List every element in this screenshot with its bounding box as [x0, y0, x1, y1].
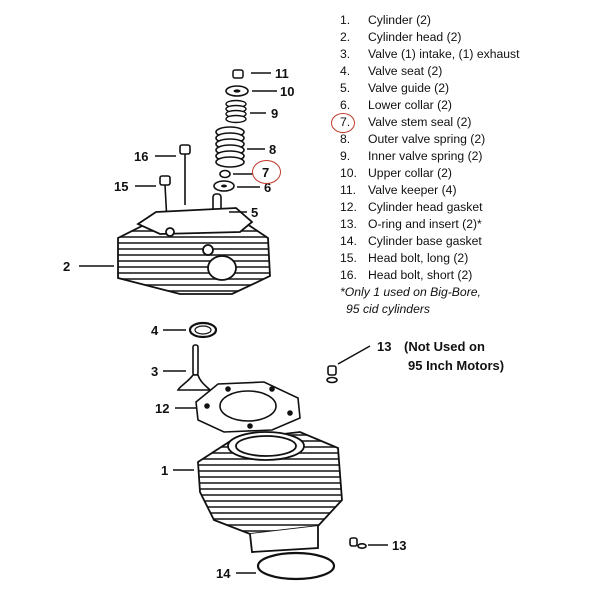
list-item-number: 4. — [340, 64, 351, 78]
list-item: 14. Cylinder base gasket — [340, 233, 598, 250]
list-item-number: 6. — [340, 98, 351, 112]
callout-10: 10 — [280, 84, 294, 99]
callout-13-bottom: 13 — [392, 538, 406, 553]
list-item: 4. Valve seat (2) — [340, 63, 598, 80]
list-item-number: 10. — [340, 166, 357, 180]
list-item-label: Inner valve spring (2) — [368, 149, 483, 163]
list-item-highlighted: 7.Valve stem seal (2) — [340, 114, 598, 131]
list-item-number: 8. — [340, 132, 351, 146]
callout-9: 9 — [271, 106, 278, 121]
list-item-number: 14. — [340, 234, 357, 248]
list-item-number: 1. — [340, 13, 351, 27]
list-item-label: Valve guide (2) — [368, 81, 450, 95]
list-item-7-highlight-circle — [331, 113, 355, 133]
list-item-number: 15. — [340, 251, 357, 265]
o-ring-insert-bottom-part — [349, 537, 367, 549]
list-item-label: Cylinder head (2) — [368, 30, 462, 44]
list-item: 8. Outer valve spring (2) — [340, 131, 598, 148]
cylinder-head-gasket-part — [195, 381, 301, 433]
callout-3: 3 — [151, 364, 158, 379]
list-item-label: Head bolt, long (2) — [368, 251, 469, 265]
list-item-number: 12. — [340, 200, 357, 214]
list-item-label: Valve seat (2) — [368, 64, 443, 78]
callout-8: 8 — [269, 142, 276, 157]
list-item-label: Valve stem seal (2) — [368, 115, 472, 129]
list-item-label: Outer valve spring (2) — [368, 132, 486, 146]
valve-part — [176, 344, 212, 391]
cylinder-part — [197, 431, 343, 553]
callout-16: 16 — [134, 149, 148, 164]
callout-4: 4 — [151, 323, 159, 338]
list-item: 5. Valve guide (2) — [340, 80, 598, 97]
list-item-label: Upper collar (2) — [368, 166, 452, 180]
valve-stem-seal-part — [219, 169, 231, 179]
cylinder-head-part — [117, 207, 271, 295]
leader-lines — [79, 72, 388, 574]
callout-11: 11 — [275, 66, 289, 81]
callout-6: 6 — [264, 180, 271, 195]
callout-7-highlight-circle — [252, 160, 281, 184]
footnote-line-2: 95 cid cylinders — [346, 302, 430, 316]
list-item: 3. Valve (1) intake, (1) exhaust — [340, 46, 598, 63]
list-item-number: 13. — [340, 217, 357, 231]
parts-list: 1. Cylinder (2) 2. Cylinder head (2) 3. Val… — [340, 12, 598, 318]
callout-13-top: 13 — [377, 339, 391, 354]
list-item-label: Lower collar (2) — [368, 98, 452, 112]
list-item: 2. Cylinder head (2) — [340, 29, 598, 46]
callout-1: 1 — [161, 463, 168, 478]
list-item-label: Valve (1) intake, (1) exhaust — [368, 47, 520, 61]
callout-5: 5 — [251, 205, 258, 220]
callout-14: 14 — [216, 566, 231, 581]
lower-collar-part — [213, 180, 235, 192]
list-item: 11. Valve keeper (4) — [340, 182, 598, 199]
list-item-number: 11. — [340, 183, 357, 197]
note-13-line1: (Not Used on — [404, 339, 485, 354]
list-item: 13. O-ring and insert (2)* — [340, 216, 598, 233]
list-item-label: Cylinder base gasket — [368, 234, 482, 248]
list-item-number: 3. — [340, 47, 351, 61]
callout-15: 15 — [114, 179, 128, 194]
list-item: 6. Lower collar (2) — [340, 97, 598, 114]
list-item-number: 2. — [340, 30, 351, 44]
footnote-line-1: *Only 1 used on Big-Bore, — [340, 285, 481, 299]
outer-valve-spring-part — [215, 126, 245, 168]
callout-2: 2 — [63, 259, 70, 274]
valve-keeper-part — [232, 69, 244, 79]
upper-collar-part — [225, 85, 249, 97]
list-item-number: 5. — [340, 81, 351, 95]
list-item: 15. Head bolt, long (2) — [340, 250, 598, 267]
list-item: 9. Inner valve spring (2) — [340, 148, 598, 165]
list-item-label: Head bolt, short (2) — [368, 268, 473, 282]
list-item-label: Valve keeper (4) — [368, 183, 457, 197]
callout-12: 12 — [155, 401, 169, 416]
note-13-line2: 95 Inch Motors) — [408, 358, 504, 373]
list-item-label: O-ring and insert (2)* — [368, 217, 482, 231]
o-ring-insert-top-part — [326, 365, 338, 384]
footnote: *Only 1 used on Big-Bore, 95 cid cylinde… — [340, 284, 598, 318]
list-item-number: 9. — [340, 149, 351, 163]
cylinder-base-gasket-part — [256, 551, 336, 581]
list-item: 12. Cylinder head gasket — [340, 199, 598, 216]
head-bolt-short-part — [179, 144, 191, 205]
list-item: 16. Head bolt, short (2) — [340, 267, 598, 284]
list-item: 10. Upper collar (2) — [340, 165, 598, 182]
list-item-number: 16. — [340, 268, 357, 282]
valve-seat-part — [188, 321, 218, 339]
list-item-label: Cylinder (2) — [368, 13, 431, 27]
list-item-label: Cylinder head gasket — [368, 200, 483, 214]
inner-valve-spring-part — [225, 99, 247, 124]
list-item: 1. Cylinder (2) — [340, 12, 598, 29]
